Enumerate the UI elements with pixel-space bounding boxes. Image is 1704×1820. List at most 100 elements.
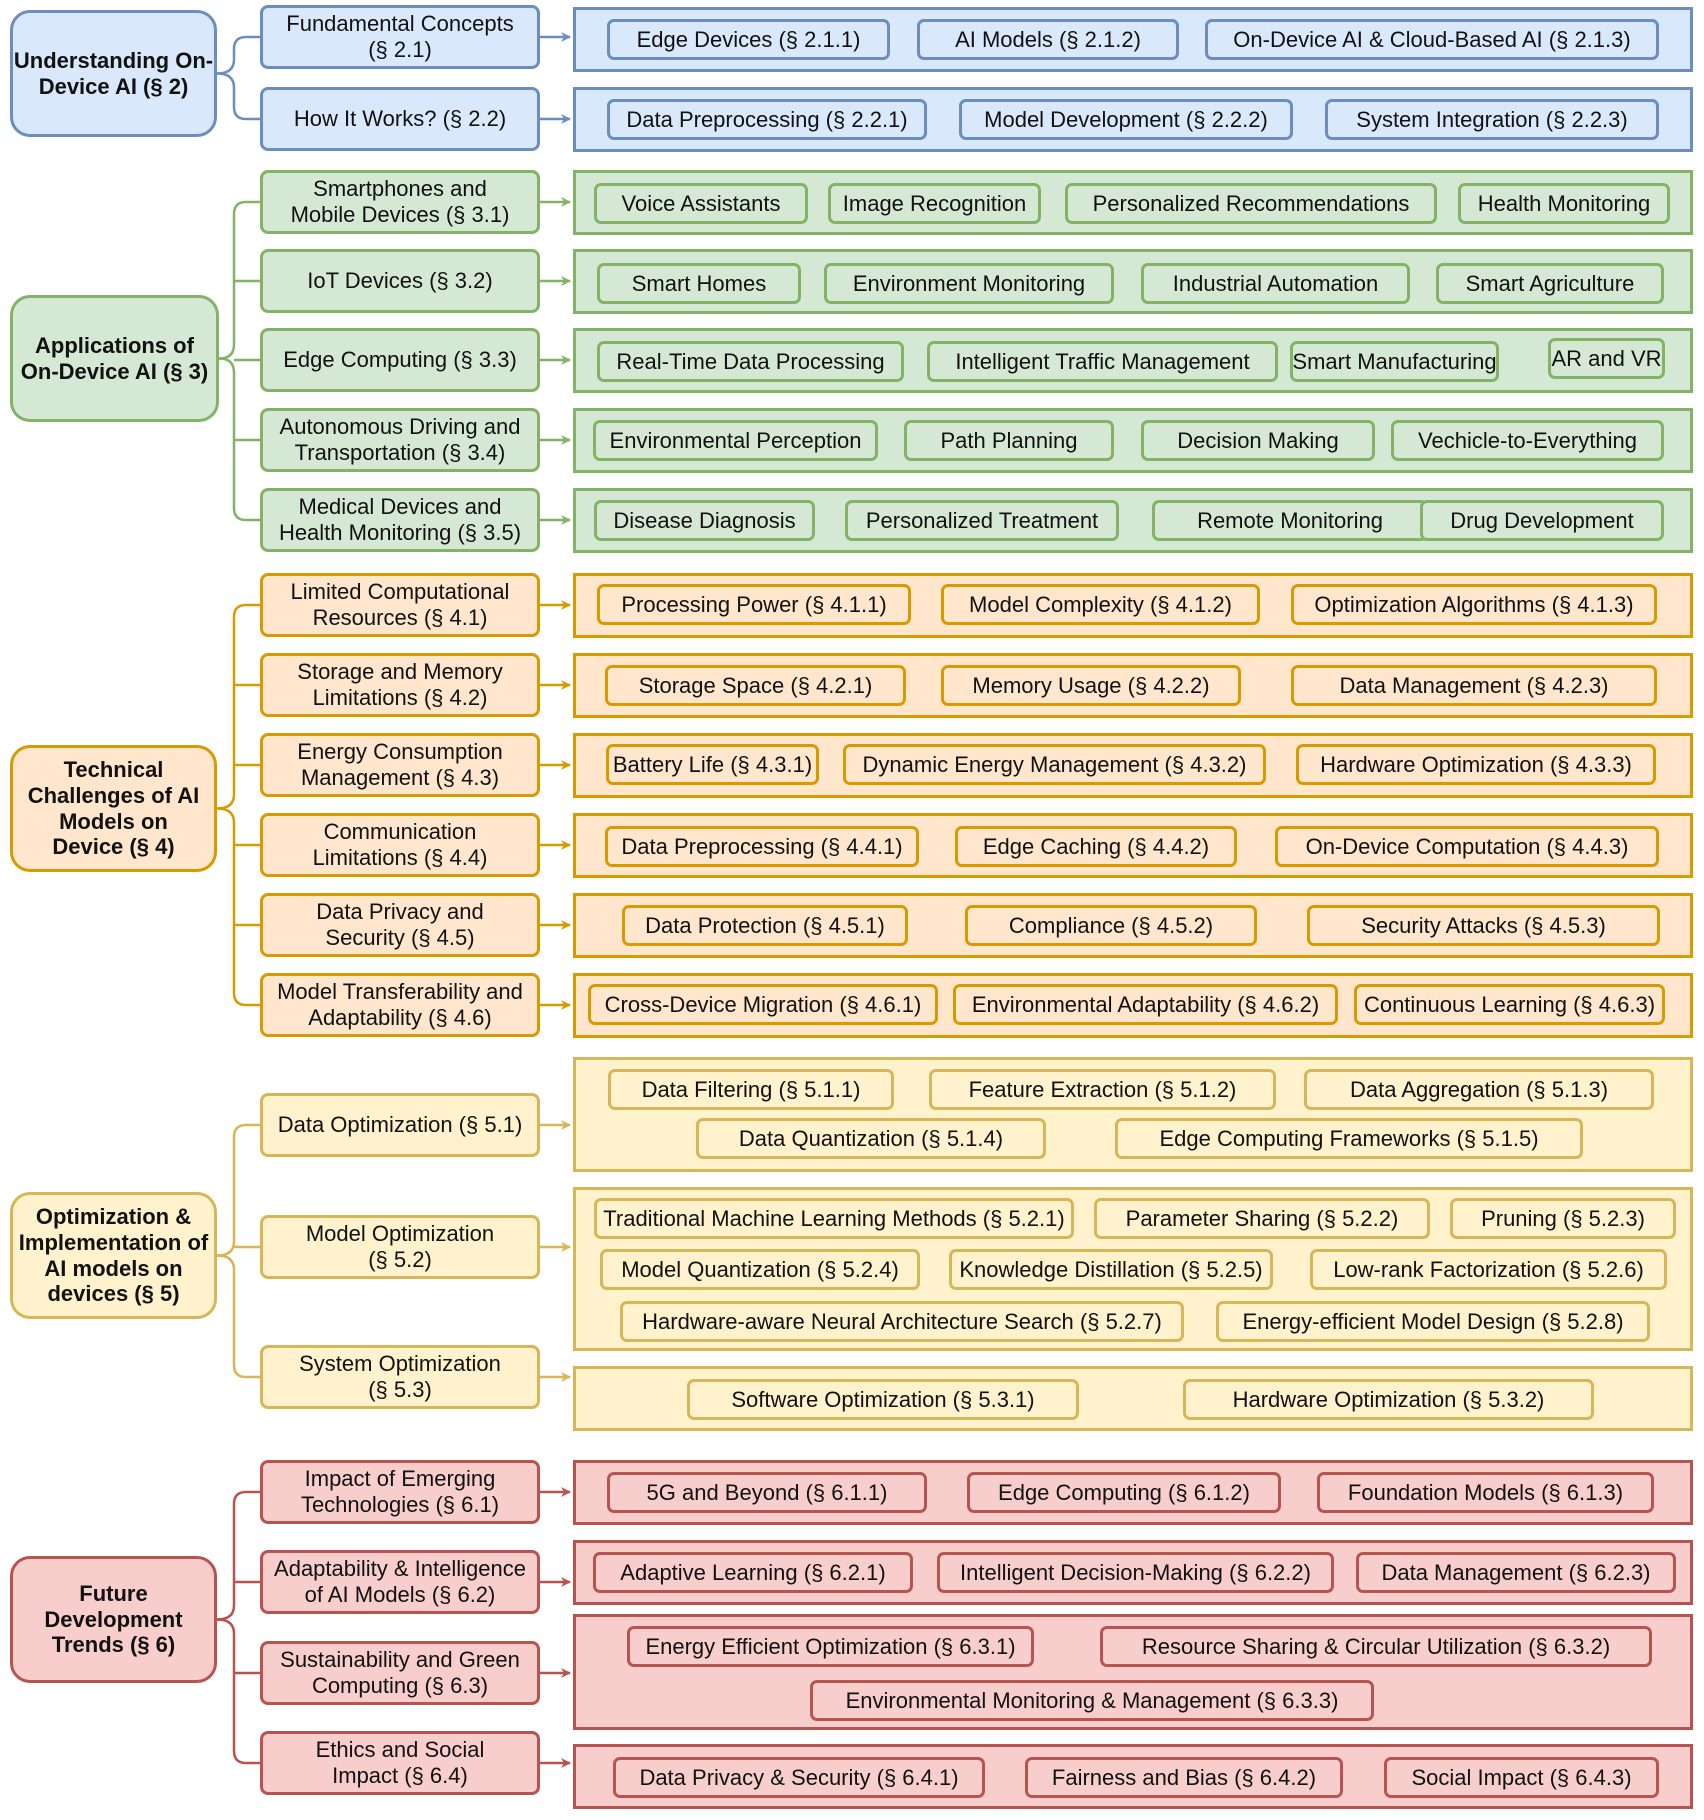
bracket-line bbox=[216, 1123, 260, 1257]
category-node: Energy Consumption Management (§ 4.3) bbox=[260, 733, 540, 797]
leaf-topic: Personalized Treatment bbox=[845, 500, 1119, 541]
bracket-line bbox=[232, 1269, 260, 1379]
leaf-topic: Voice Assistants bbox=[594, 183, 808, 224]
bracket-line bbox=[216, 1618, 236, 1634]
leaf-topic: Data Preprocessing (§ 4.4.1) bbox=[605, 826, 919, 867]
leaf-topic: Data Management (§ 4.2.3) bbox=[1291, 665, 1657, 706]
leaf-topic: Industrial Automation bbox=[1141, 263, 1410, 304]
leaf-topic: Disease Diagnosis bbox=[594, 500, 815, 541]
leaf-topic: On-Device Computation (§ 4.4.3) bbox=[1275, 826, 1659, 867]
leaf-topic: Memory Usage (§ 4.2.2) bbox=[941, 665, 1241, 706]
leaf-topic: Data Filtering (§ 5.1.1) bbox=[608, 1069, 894, 1110]
leaf-topic: Model Development (§ 2.2.2) bbox=[959, 99, 1293, 140]
leaf-topic: Edge Caching (§ 4.4.2) bbox=[955, 826, 1237, 867]
leaf-topic: Adaptive Learning (§ 6.2.1) bbox=[593, 1552, 913, 1593]
leaf-topic: Energy-efficient Model Design (§ 5.2.8) bbox=[1216, 1301, 1650, 1342]
leaf-topic: Parameter Sharing (§ 5.2.2) bbox=[1094, 1198, 1430, 1239]
leaf-topic: Data Protection (§ 4.5.1) bbox=[622, 905, 908, 946]
leaf-topic: Data Aggregation (§ 5.1.3) bbox=[1304, 1069, 1654, 1110]
category-node: Edge Computing (§ 3.3) bbox=[260, 328, 540, 392]
leaf-topic: Storage Space (§ 4.2.1) bbox=[605, 665, 906, 706]
leaf-topic: Model Complexity (§ 4.1.2) bbox=[941, 584, 1260, 625]
leaf-topic: Data Privacy & Security (§ 6.4.1) bbox=[613, 1757, 985, 1798]
leaf-topic: Optimization Algorithms (§ 4.1.3) bbox=[1291, 584, 1657, 625]
leaf-topic: Decision Making bbox=[1141, 420, 1375, 461]
leaf-topic: Social Impact (§ 6.4.3) bbox=[1384, 1757, 1659, 1798]
leaf-topic: Environmental Perception bbox=[593, 420, 878, 461]
leaf-topic: Remote Monitoring bbox=[1152, 500, 1428, 541]
category-node: Data Optimization (§ 5.1) bbox=[260, 1093, 540, 1157]
bracket-line bbox=[216, 1490, 260, 1621]
leaf-topic: AR and VR bbox=[1548, 338, 1665, 379]
category-node: Adaptability & Intelligence of AI Models… bbox=[260, 1550, 540, 1614]
leaf-topic: Personalized Recommendations bbox=[1065, 183, 1437, 224]
leaf-topic: Energy Efficient Optimization (§ 6.3.1) bbox=[627, 1626, 1034, 1667]
leaf-topic: Processing Power (§ 4.1.1) bbox=[597, 584, 911, 625]
leaf-topic: Intelligent Decision-Making (§ 6.2.2) bbox=[937, 1552, 1334, 1593]
leaf-topic: Environment Monitoring bbox=[824, 263, 1114, 304]
leaf-topic: Model Quantization (§ 5.2.4) bbox=[600, 1249, 920, 1290]
category-node: Autonomous Driving and Transportation (§… bbox=[260, 408, 540, 472]
leaf-topic: Health Monitoring bbox=[1458, 183, 1670, 224]
leaf-topic: Smart Manufacturing bbox=[1290, 341, 1499, 382]
bracket-line bbox=[218, 200, 260, 360]
category-node: Model Transferability and Adaptability (… bbox=[260, 973, 540, 1037]
category-node: Model Optimization (§ 5.2) bbox=[260, 1215, 540, 1279]
category-node: System Optimization (§ 5.3) bbox=[260, 1345, 540, 1409]
leaf-topic: Data Preprocessing (§ 2.2.1) bbox=[607, 99, 927, 140]
leaf-topic: Hardware Optimization (§ 4.3.3) bbox=[1296, 744, 1656, 785]
bracket-line bbox=[232, 1633, 260, 1765]
category-node: IoT Devices (§ 3.2) bbox=[260, 249, 540, 313]
leaf-topic: Cross-Device Migration (§ 4.6.1) bbox=[588, 984, 938, 1025]
leaf-topic: Fairness and Bias (§ 6.4.2) bbox=[1025, 1757, 1343, 1798]
leaf-topic: Environmental Monitoring & Management (§… bbox=[810, 1680, 1374, 1721]
leaf-topic: Environmental Adaptability (§ 4.6.2) bbox=[953, 984, 1338, 1025]
leaf-topic: Edge Computing (§ 6.1.2) bbox=[967, 1472, 1281, 1513]
leaf-topic: Data Quantization (§ 5.1.4) bbox=[696, 1118, 1046, 1159]
bracket-line bbox=[216, 807, 236, 823]
category-node: How It Works? (§ 2.2) bbox=[260, 87, 540, 151]
leaf-topic: AI Models (§ 2.1.2) bbox=[917, 19, 1179, 60]
leaf-topic: Drug Development bbox=[1420, 500, 1664, 541]
bracket-line bbox=[216, 72, 236, 88]
bracket-line bbox=[218, 357, 236, 373]
category-node: Fundamental Concepts (§ 2.1) bbox=[260, 5, 540, 69]
leaf-topic: Security Attacks (§ 4.5.3) bbox=[1307, 905, 1660, 946]
leaf-topic: Dynamic Energy Management (§ 4.3.2) bbox=[843, 744, 1266, 785]
leaf-topic: Real-Time Data Processing bbox=[597, 341, 904, 382]
category-node: Storage and Memory Limitations (§ 4.2) bbox=[260, 653, 540, 717]
leaf-topic: On-Device AI & Cloud-Based AI (§ 2.1.3) bbox=[1205, 19, 1659, 60]
root-node: Optimization & Implementation of AI mode… bbox=[10, 1192, 217, 1319]
leaf-topic: Foundation Models (§ 6.1.3) bbox=[1317, 1472, 1654, 1513]
leaf-topic: Image Recognition bbox=[828, 183, 1041, 224]
root-node: Future Development Trends (§ 6) bbox=[10, 1556, 217, 1683]
category-node: Impact of Emerging Technologies (§ 6.1) bbox=[260, 1460, 540, 1524]
leaf-topic: Path Planning bbox=[904, 420, 1114, 461]
leaf-topic: Data Management (§ 6.2.3) bbox=[1356, 1552, 1676, 1593]
bracket-line bbox=[216, 1254, 236, 1270]
bracket-line bbox=[232, 822, 260, 1007]
leaf-topic: Intelligent Traffic Management bbox=[927, 341, 1278, 382]
bracket-line bbox=[216, 35, 260, 75]
leaf-topic: Smart Agriculture bbox=[1436, 263, 1664, 304]
bracket-line bbox=[232, 372, 260, 522]
leaf-topic: Edge Computing Frameworks (§ 5.1.5) bbox=[1115, 1118, 1583, 1159]
root-node: Understanding On- Device AI (§ 2) bbox=[10, 10, 217, 137]
bracket-line bbox=[232, 87, 260, 121]
leaf-topic: Pruning (§ 5.2.3) bbox=[1450, 1198, 1676, 1239]
leaf-topic: 5G and Beyond (§ 6.1.1) bbox=[607, 1472, 927, 1513]
leaf-topic: Smart Homes bbox=[597, 263, 801, 304]
leaf-topic: Continuous Learning (§ 4.6.3) bbox=[1354, 984, 1665, 1025]
category-node: Data Privacy and Security (§ 4.5) bbox=[260, 893, 540, 957]
root-node: Technical Challenges of AI Models on Dev… bbox=[10, 745, 217, 872]
category-node: Medical Devices and Health Monitoring (§… bbox=[260, 488, 540, 552]
bracket-line bbox=[216, 603, 260, 810]
leaf-topic: Low-rank Factorization (§ 5.2.6) bbox=[1310, 1249, 1667, 1290]
category-node: Ethics and Social Impact (§ 6.4) bbox=[260, 1731, 540, 1795]
category-node: Communication Limitations (§ 4.4) bbox=[260, 813, 540, 877]
leaf-topic: Compliance (§ 4.5.2) bbox=[965, 905, 1257, 946]
category-node: Limited Computational Resources (§ 4.1) bbox=[260, 573, 540, 637]
leaf-topic: Knowledge Distillation (§ 5.2.5) bbox=[949, 1249, 1273, 1290]
